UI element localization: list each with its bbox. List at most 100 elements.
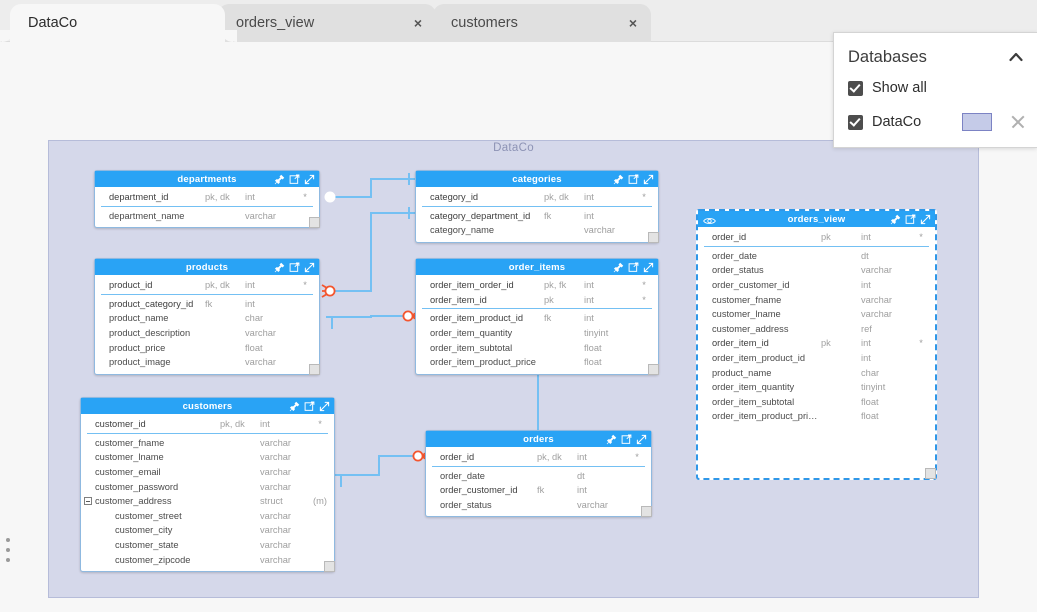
pin-icon[interactable] — [613, 262, 624, 273]
open-in-new-icon[interactable] — [304, 400, 315, 412]
entity-table-header[interactable]: orders — [426, 431, 651, 447]
open-in-new-icon[interactable] — [905, 213, 916, 225]
entity-table-header[interactable]: orders_view — [698, 211, 935, 227]
collapse-struct-icon[interactable] — [84, 497, 92, 506]
resize-handle[interactable] — [641, 506, 652, 518]
pin-icon[interactable] — [890, 214, 901, 225]
color-swatch-dataco[interactable] — [962, 113, 992, 131]
entity-table-header[interactable]: products — [95, 259, 319, 275]
tab-dataco[interactable]: DataCo — [0, 4, 237, 42]
resize-handle[interactable] — [309, 363, 320, 375]
resize-handle[interactable] — [648, 231, 659, 243]
resize-handle[interactable] — [324, 560, 335, 572]
resize-handle[interactable] — [648, 363, 659, 375]
open-in-new-icon[interactable] — [289, 261, 300, 273]
close-icon[interactable]: × — [628, 15, 637, 31]
entity-table-header[interactable]: customers — [81, 398, 334, 414]
open-in-new-icon[interactable] — [289, 173, 300, 185]
diagram-canvas[interactable]: DataCo — [48, 140, 979, 598]
expand-icon[interactable] — [920, 214, 931, 225]
expand-icon[interactable] — [304, 174, 315, 185]
remove-icon[interactable] — [1009, 113, 1027, 131]
entity-table-header[interactable]: categories — [416, 171, 658, 187]
entity-table-header[interactable]: departments — [95, 171, 319, 187]
checkbox-show-all[interactable] — [848, 80, 863, 96]
panel-drag-handle[interactable] — [3, 538, 13, 562]
resize-handle[interactable] — [309, 217, 320, 229]
checkbox-dataco[interactable] — [848, 114, 863, 130]
column-row[interactable]: order_item_product_pri…float — [698, 409, 935, 424]
open-in-new-icon[interactable] — [621, 433, 632, 445]
chevron-up-icon[interactable] — [1007, 48, 1025, 66]
open-in-new-icon[interactable] — [628, 261, 639, 273]
pin-icon[interactable] — [274, 174, 285, 185]
expand-icon[interactable] — [643, 174, 654, 185]
database-row-dataco[interactable]: DataCo — [834, 105, 1037, 139]
expand-icon[interactable] — [319, 401, 330, 412]
open-in-new-icon[interactable] — [628, 173, 639, 185]
entity-table-header[interactable]: order_items — [416, 259, 658, 275]
database-row-show-all[interactable]: Show all — [834, 71, 1037, 105]
expand-icon[interactable] — [643, 262, 654, 273]
pin-icon[interactable] — [289, 401, 300, 412]
eye-icon[interactable] — [703, 213, 716, 231]
expand-icon[interactable] — [304, 262, 315, 273]
pin-icon[interactable] — [274, 262, 285, 273]
resize-handle[interactable] — [925, 468, 936, 479]
pin-icon[interactable] — [606, 434, 617, 445]
expand-icon[interactable] — [636, 434, 647, 445]
tab-orders-view[interactable]: orders_view × — [218, 4, 436, 42]
pin-icon[interactable] — [613, 174, 624, 185]
close-icon[interactable]: × — [413, 15, 422, 31]
